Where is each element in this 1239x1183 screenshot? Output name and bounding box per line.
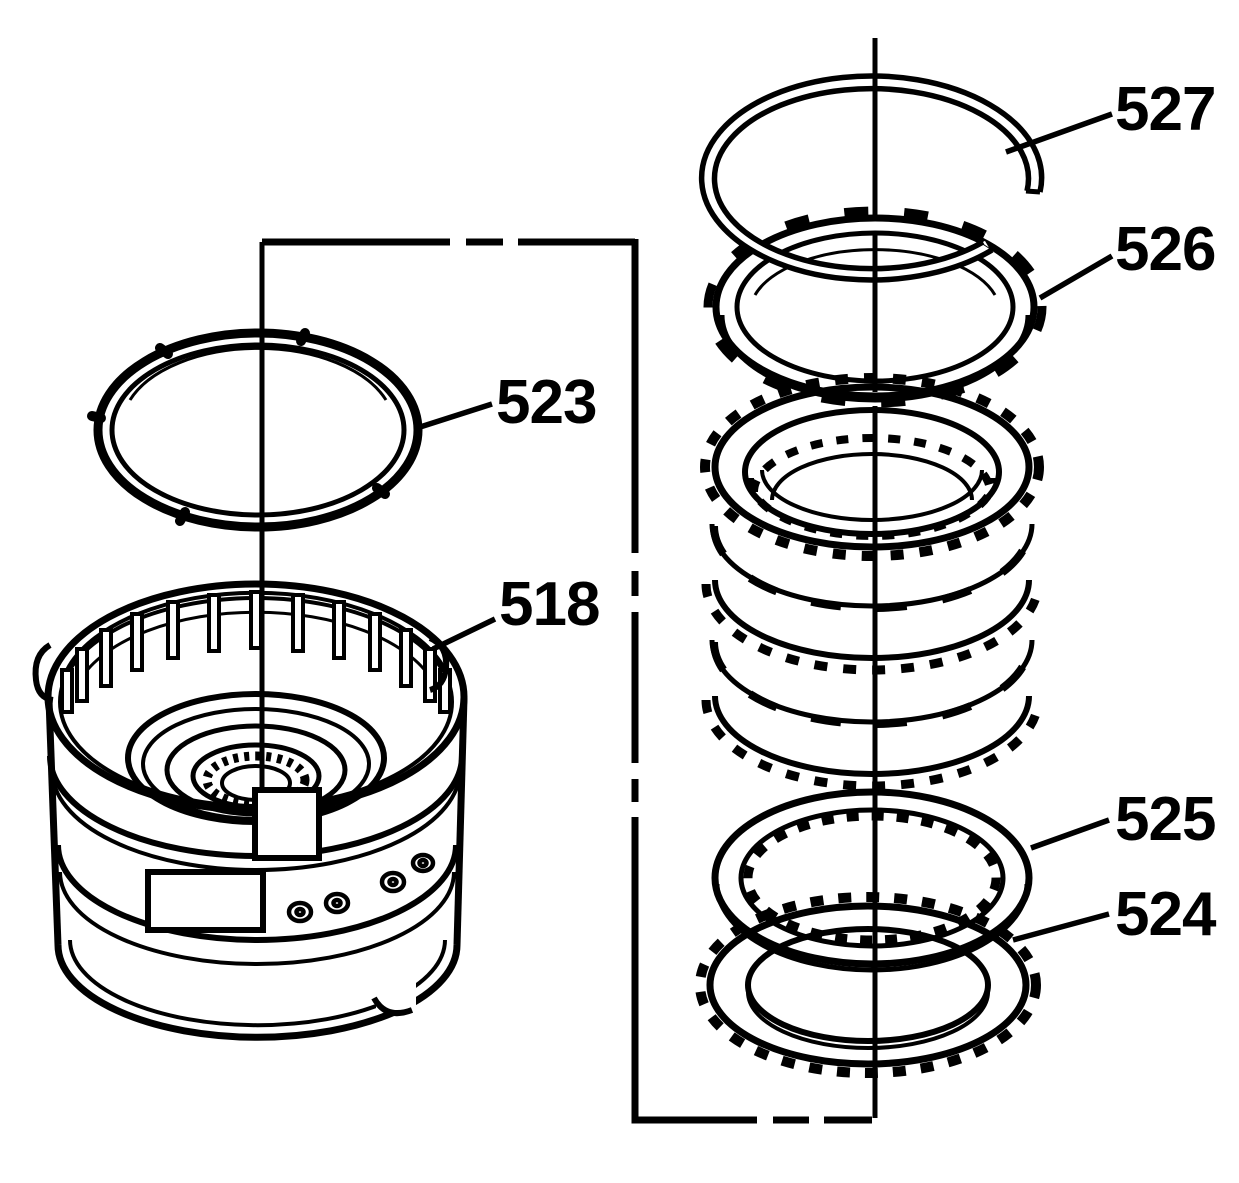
friction-plate-edge-band [712, 695, 1032, 777]
castellation-slat [399, 628, 413, 688]
rivet-hole [410, 852, 436, 874]
boundary-right-bottom-segment [631, 817, 757, 1124]
inner-plate-edge [770, 452, 974, 501]
callout-labels: 527 526 523 518 525 524 [496, 75, 1218, 949]
drum-window-slot [145, 869, 266, 933]
rivet-hole-center [387, 876, 399, 888]
drum-body-right-edge [453, 697, 468, 946]
castellation-slat [166, 600, 180, 660]
friction-plate-teeth-band [701, 699, 1043, 791]
plate-outer-teeth [695, 892, 1041, 1078]
drum-front-notch [252, 787, 322, 861]
inner-spline-teeth-front [746, 477, 998, 540]
callout-label-523: 523 [496, 368, 596, 437]
snap-ring-outer-line [698, 73, 1045, 283]
plate-bore-edge [742, 407, 1002, 537]
snap-ring-inner-line [711, 85, 1032, 272]
clutch-plate-pack [700, 373, 1044, 791]
leader-line-523 [416, 401, 493, 431]
drum-window-slot-shadow [148, 880, 265, 932]
snap-ring-end-cap [1025, 188, 1041, 195]
plate-outer-edge [711, 383, 1033, 551]
ring-lug [87, 411, 106, 423]
boundary-lines [262, 238, 872, 1124]
center-lines [259, 38, 878, 1118]
drum-bottom-inner-edge [68, 939, 447, 1028]
castellation-slat [130, 612, 144, 672]
part-525-wave-plate [711, 788, 1033, 973]
part-527-snap-ring [698, 73, 1045, 283]
ring-outer-edge [711, 788, 1033, 968]
ring-inner-edge [738, 807, 1006, 949]
ring-outer-edge [93, 328, 423, 532]
ring-inner-edge [109, 342, 407, 518]
ring-lug [175, 507, 190, 526]
ring-lug [372, 483, 390, 499]
castellation-slat [207, 593, 221, 653]
castellation-slat [99, 628, 113, 688]
castellation-slat [332, 600, 346, 660]
rivet-hole [379, 870, 407, 894]
rivet-hole [323, 891, 351, 915]
rivet-hole-center [417, 857, 429, 869]
ring-inner-teeth [743, 811, 1001, 945]
ring-lug [296, 328, 310, 346]
ring-lug [155, 343, 173, 359]
callout-label-527: 527 [1115, 75, 1215, 144]
ring-lug-tabs [87, 328, 390, 526]
plate-outer-teeth [700, 373, 1044, 561]
drum-body-left-edge [45, 699, 62, 946]
plate-inner-edge [745, 926, 991, 1044]
callout-label-525: 525 [1115, 785, 1215, 854]
leader-line-526 [1038, 253, 1114, 301]
plate-outer-edge [706, 902, 1030, 1068]
ring-thickness-edge [719, 314, 1031, 403]
leader-line-524 [1012, 911, 1110, 943]
inner-spline-teeth-back [750, 434, 994, 493]
drum-castellation-slats [60, 590, 452, 714]
friction-plate-edge-band [712, 579, 1032, 661]
snap-ring-core [703, 76, 1042, 281]
rivet-hole-center [294, 906, 306, 918]
inner-plate-edge [760, 469, 984, 522]
callout-label-526: 526 [1115, 215, 1215, 284]
drum-ear-tab-left [32, 642, 54, 703]
leader-line-525 [1030, 817, 1110, 851]
plate-thickness-edge [746, 991, 990, 1050]
drum-mid-band [55, 844, 459, 943]
drum-bottom-notch [371, 996, 414, 1016]
drum-bottom-edge [54, 944, 461, 1041]
part-524-backing-plate [695, 892, 1041, 1078]
drum-rivet-holes [286, 852, 436, 924]
callout-label-518: 518 [499, 570, 599, 639]
steel-plate-edge-band [709, 639, 1035, 725]
callout-label-524: 524 [1115, 880, 1217, 949]
snap-ring-end-cap [980, 242, 993, 251]
castellation-slat [75, 647, 89, 703]
castellation-slat [291, 593, 305, 653]
castellation-slat [60, 668, 74, 714]
steel-plate-edge-band [709, 523, 1035, 609]
castellation-slat [423, 647, 437, 703]
leader-lines [416, 111, 1114, 943]
drum-mid-band [58, 871, 456, 966]
part-523-snap-ring [87, 328, 423, 532]
castellation-slat [368, 612, 382, 672]
friction-plate-teeth-band [701, 583, 1043, 675]
ring-tab-teeth [703, 206, 1047, 408]
leader-line-527 [1005, 111, 1113, 155]
leader-line-518 [431, 616, 497, 652]
steel-plate-tab-band [710, 641, 1034, 728]
rivet-hole-center [331, 897, 343, 909]
part-518-clutch-drum [32, 580, 468, 1041]
ring-inner-highlight [128, 346, 388, 401]
ring-thickness-edge [714, 883, 1030, 973]
rivet-hole [286, 900, 314, 924]
